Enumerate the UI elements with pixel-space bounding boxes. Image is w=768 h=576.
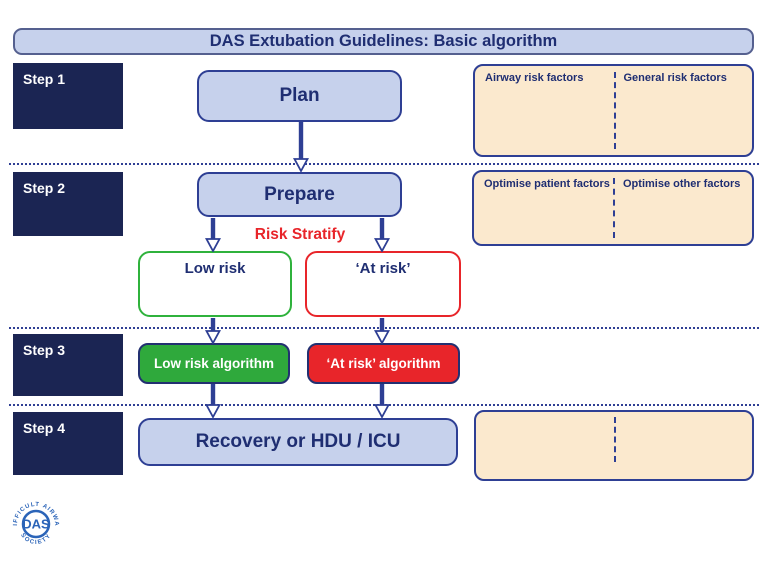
arrow-down-icon [373, 218, 391, 253]
at-risk-node-label: ‘At risk’ [355, 260, 411, 277]
recovery-node: Recovery or HDU / ICU [138, 418, 458, 466]
low-risk-node-label: Low risk [184, 260, 246, 277]
risk-stratify-text: Risk Stratify [254, 226, 346, 243]
step-3-text: Step 3 [23, 342, 66, 358]
arrow-down-icon [292, 122, 310, 173]
plan-node: Plan [197, 70, 402, 122]
step-4-notes-panel [474, 410, 754, 481]
panel-divider [614, 417, 616, 462]
optimise-other-factors-header: Optimise other factors [623, 178, 741, 190]
step-3-label: Step 3 [13, 334, 123, 396]
low-risk-node: Low risk [138, 251, 292, 317]
risk-stratify-label: Risk Stratify [225, 226, 375, 244]
at-risk-node: ‘At risk’ [305, 251, 461, 317]
step-1-text: Step 1 [23, 71, 66, 87]
arrow-down-icon [204, 318, 222, 345]
arrow-down-icon [373, 318, 391, 345]
svg-text:DAS: DAS [22, 517, 50, 532]
panel-divider [613, 72, 616, 149]
page-title: DAS Extubation Guidelines: Basic algorit… [13, 28, 754, 55]
at-risk-algorithm-label: ‘At risk’ algorithm [326, 356, 441, 371]
general-risk-factors-header: General risk factors [623, 72, 727, 84]
recovery-node-label: Recovery or HDU / ICU [195, 431, 401, 452]
risk-factors-panel: Airway risk factors General risk factors [473, 64, 754, 157]
step-1-label: Step 1 [13, 63, 123, 129]
at-risk-algorithm-node: ‘At risk’ algorithm [307, 343, 460, 384]
step-4-text: Step 4 [23, 420, 66, 436]
step-2-label: Step 2 [13, 172, 123, 236]
low-risk-algorithm-label: Low risk algorithm [153, 356, 275, 371]
prepare-node-label: Prepare [264, 183, 335, 205]
dotted-separator-1 [9, 163, 759, 165]
arrow-down-icon [204, 384, 222, 419]
low-risk-algorithm-node: Low risk algorithm [138, 343, 290, 384]
optimise-panel: Optimise patient factors Optimise other … [472, 170, 754, 246]
panel-divider [613, 178, 615, 238]
optimise-patient-factors-header: Optimise patient factors [484, 178, 610, 190]
das-logo-icon: DAS DIFFICULT AIRWAY SOCIETY [9, 496, 60, 548]
plan-node-label: Plan [279, 85, 320, 106]
prepare-node: Prepare [197, 172, 402, 217]
step-2-text: Step 2 [23, 180, 66, 196]
arrow-down-icon [373, 384, 391, 419]
page-title-label: DAS Extubation Guidelines: Basic algorit… [209, 32, 558, 50]
step-4-label: Step 4 [13, 412, 123, 475]
arrow-down-icon [204, 218, 222, 253]
airway-risk-factors-header: Airway risk factors [485, 72, 584, 84]
